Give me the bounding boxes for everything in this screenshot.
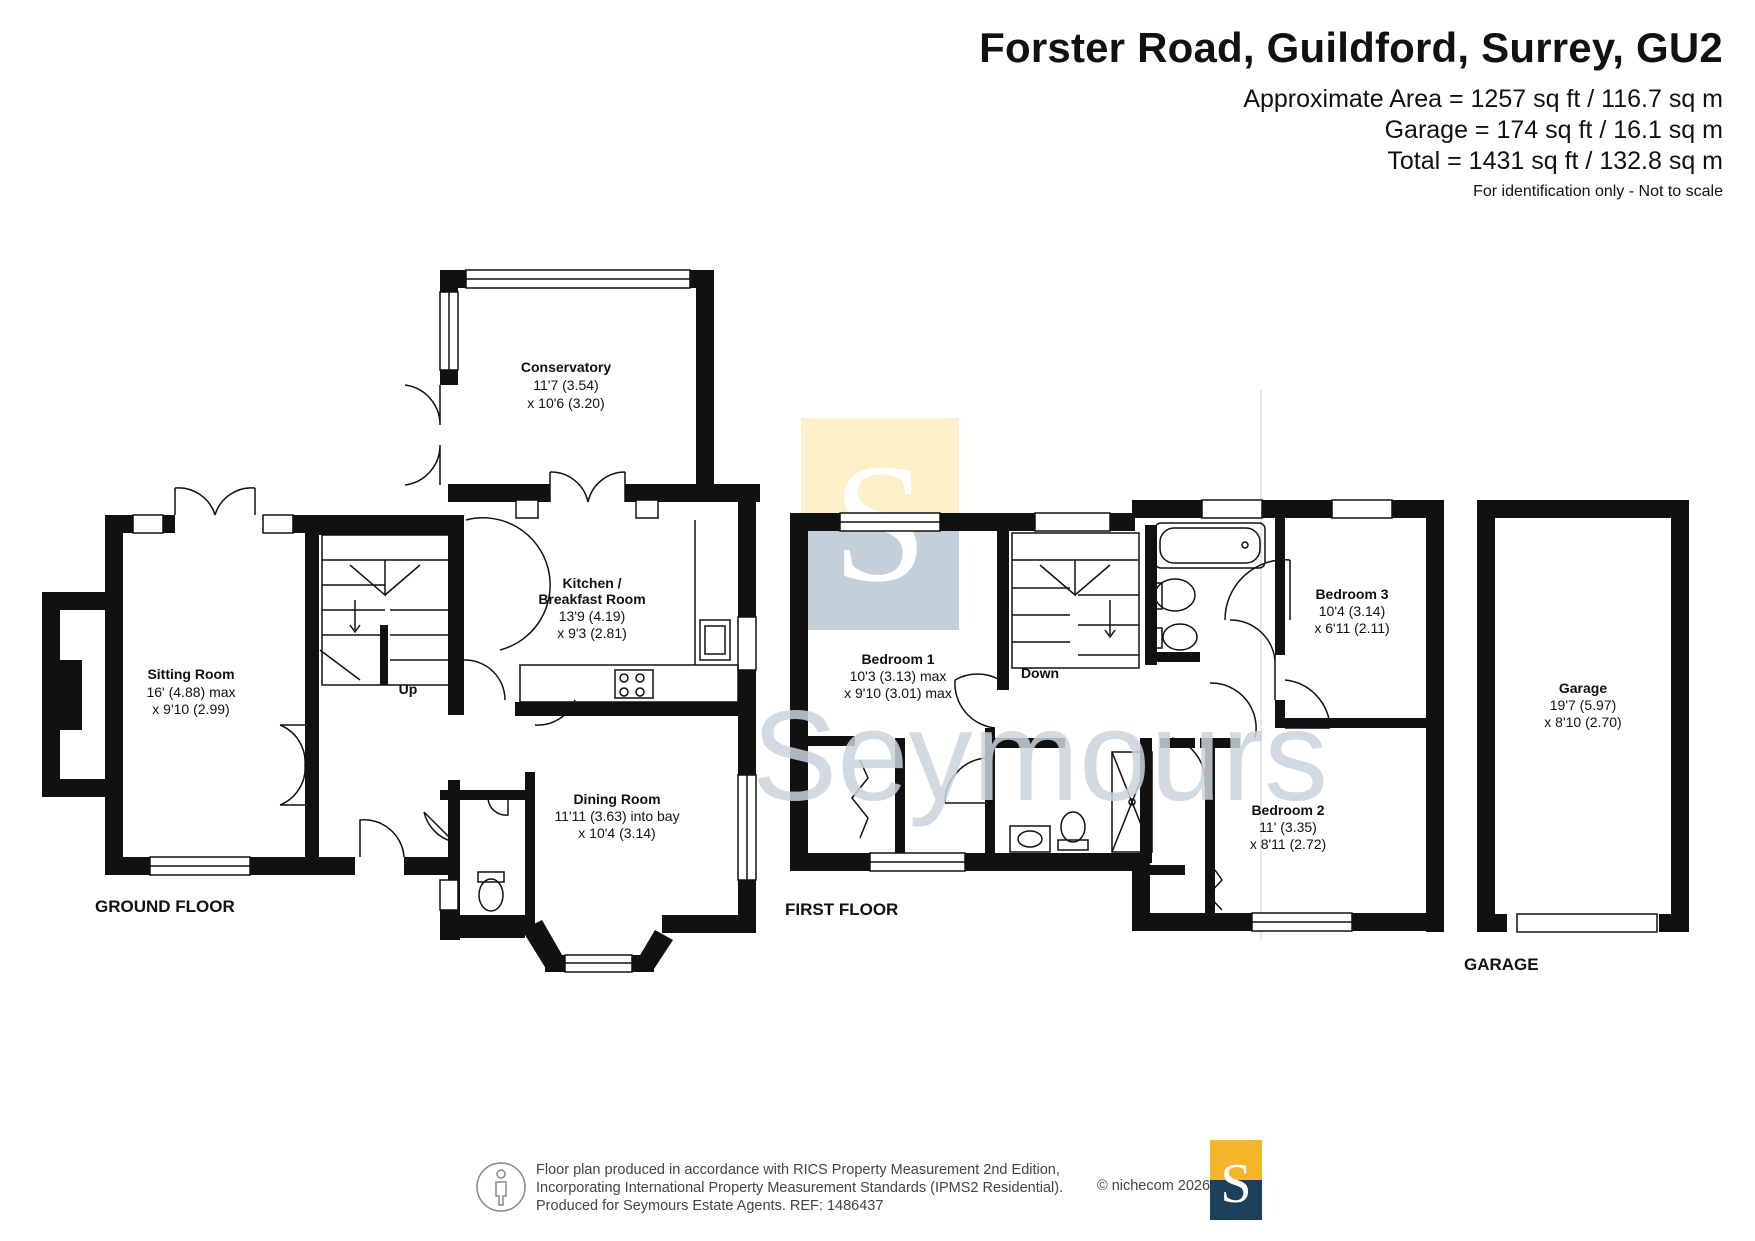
disclaimer: For identification only - Not to scale <box>1473 183 1723 200</box>
garage-structure <box>1477 500 1689 932</box>
room-label-bedroom-3: Bedroom 3 10'4 (3.14) x 6'11 (2.11) <box>1314 586 1389 636</box>
svg-text:19'7 (5.97): 19'7 (5.97) <box>1550 697 1617 713</box>
footer-notes: Floor plan produced in accordance with R… <box>536 1161 1063 1215</box>
footer-line-1: Floor plan produced in accordance with R… <box>536 1162 1060 1178</box>
garage-door <box>1516 913 1658 933</box>
garage-area: Garage = 174 sq ft / 16.1 sq m <box>1384 116 1723 144</box>
copyright: © nichecom 2026. <box>1097 1178 1215 1194</box>
approximate-area: Approximate Area = 1257 sq ft / 116.7 sq… <box>1243 85 1723 113</box>
room-label-garage: Garage 19'7 (5.97) x 8'10 (2.70) <box>1544 680 1621 730</box>
first-floor-label: FIRST FLOOR <box>785 900 898 919</box>
svg-text:x 8'10 (2.70): x 8'10 (2.70) <box>1544 714 1621 730</box>
first-floor-openings <box>839 499 1393 932</box>
svg-text:Bedroom 1: Bedroom 1 <box>861 651 934 667</box>
room-label-bedroom-1: Bedroom 1 10'3 (3.13) max x 9'10 (3.01) … <box>844 651 952 701</box>
room-label-dining-room: Dining Room 11'11 (3.63) into bay x 10'4… <box>554 791 679 841</box>
svg-text:11'7 (3.54): 11'7 (3.54) <box>533 377 598 393</box>
svg-text:16' (4.88) max: 16' (4.88) max <box>146 684 235 700</box>
footer-line-3: Produced for Seymours Estate Agents. REF… <box>536 1198 884 1214</box>
svg-text:Sitting Room: Sitting Room <box>147 666 234 682</box>
logo-letter: S <box>1220 1153 1251 1215</box>
garage-floor-label: GARAGE <box>1464 955 1539 974</box>
svg-text:Bedroom 2: Bedroom 2 <box>1251 802 1324 818</box>
footer-line-2: Incorporating International Property Mea… <box>536 1180 1064 1196</box>
stairs-down-label: Down <box>1021 665 1059 681</box>
seymours-logo: S <box>1210 1140 1262 1220</box>
svg-text:11' (3.35): 11' (3.35) <box>1259 819 1317 835</box>
svg-text:Garage: Garage <box>1559 680 1607 696</box>
ground-floor <box>42 270 760 972</box>
first-floor <box>790 500 1444 932</box>
watermark-text: Seymours <box>752 685 1328 828</box>
svg-text:x 9'10 (2.99): x 9'10 (2.99) <box>152 701 229 717</box>
svg-text:Breakfast Room: Breakfast Room <box>538 591 645 607</box>
svg-text:x 6'11 (2.11): x 6'11 (2.11) <box>1314 620 1389 636</box>
room-label-kitchen: Kitchen / Breakfast Room 13'9 (4.19) x 9… <box>538 575 645 641</box>
ground-floor-label: GROUND FLOOR <box>95 897 235 916</box>
svg-text:10'3 (3.13) max: 10'3 (3.13) max <box>850 668 947 684</box>
stairs-up-label: Up <box>399 681 418 697</box>
room-label-bedroom-2: Bedroom 2 11' (3.35) x 8'11 (2.72) <box>1250 802 1326 852</box>
svg-text:Dining Room: Dining Room <box>573 791 660 807</box>
svg-text:10'4 (3.14): 10'4 (3.14) <box>1319 603 1386 619</box>
svg-text:x 9'3 (2.81): x 9'3 (2.81) <box>557 625 627 641</box>
ground-floor-openings <box>132 269 757 973</box>
svg-text:x 10'4 (3.14): x 10'4 (3.14) <box>578 825 655 841</box>
svg-text:Kitchen /: Kitchen / <box>562 575 621 591</box>
page-title: Forster Road, Guildford, Surrey, GU2 <box>979 24 1723 71</box>
svg-text:13'9 (4.19): 13'9 (4.19) <box>559 608 626 624</box>
svg-text:11'11 (3.63) into bay: 11'11 (3.63) into bay <box>554 808 679 824</box>
room-label-conservatory: Conservatory 11'7 (3.54) x 10'6 (3.20) <box>521 359 611 411</box>
svg-text:x 8'11 (2.72): x 8'11 (2.72) <box>1250 836 1326 852</box>
svg-text:x 10'6 (3.20): x 10'6 (3.20) <box>527 395 604 411</box>
svg-text:x 9'10 (3.01) max: x 9'10 (3.01) max <box>844 685 952 701</box>
person-icon <box>476 1162 526 1212</box>
svg-text:Conservatory: Conservatory <box>521 359 611 375</box>
total-area: Total = 1431 sq ft / 132.8 sq m <box>1387 147 1723 175</box>
svg-text:Bedroom 3: Bedroom 3 <box>1315 586 1388 602</box>
room-label-sitting-room: Sitting Room 16' (4.88) max x 9'10 (2.99… <box>146 666 235 717</box>
